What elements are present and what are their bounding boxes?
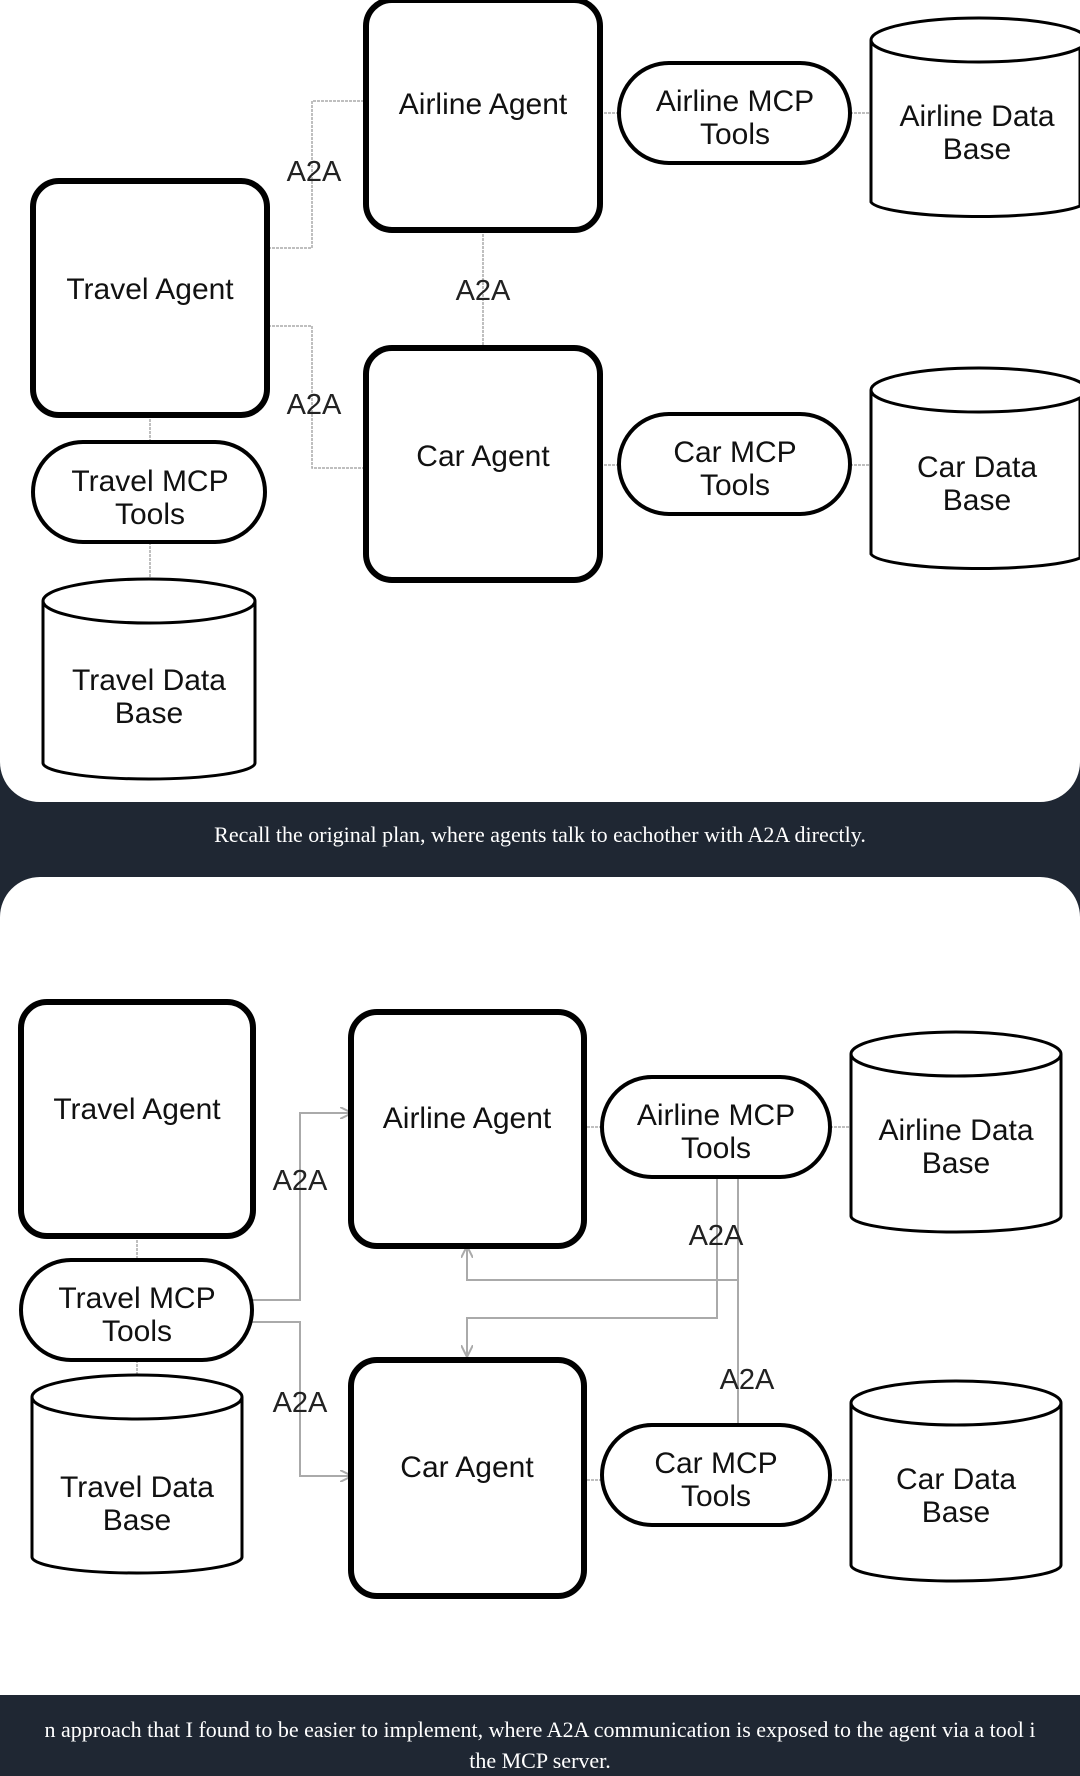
travel-mcp-label-line1: Travel MCP (58, 1282, 215, 1315)
travel-database-cylinder: Travel Data Base (41, 577, 257, 781)
car-database-cylinder: Car Data Base (849, 1379, 1063, 1583)
edge-car-mcp-to-airline-agent (467, 1177, 739, 1281)
diagram-revised: A2A A2A A2A A2A Travel Agent Airline Age… (18, 999, 1063, 1599)
travel-agent-node: Travel Agent (30, 178, 270, 418)
diagram-panel-original: A2A A2A A2A Travel Agent Airline Agent C… (0, 0, 1080, 802)
car-mcp-tools-node: Car MCP Tools (617, 412, 852, 516)
edge-airline-mcp-to-car-agent (467, 1179, 718, 1355)
airline-agent-label: Airline Agent (383, 1102, 552, 1135)
airline-db-label-line1: Airline Data (899, 100, 1054, 133)
airline-mcp-label-line2: Tools (700, 118, 770, 151)
car-agent-label: Car Agent (400, 1451, 534, 1484)
travel-agent-label: Travel Agent (66, 273, 234, 306)
edge-travel-car (268, 325, 365, 469)
travel-mcp-tools-node: Travel MCP Tools (19, 1258, 254, 1362)
caption-revised-line2: the MCP server. (469, 1748, 611, 1773)
edge-travel-airline (268, 100, 365, 249)
travel-agent-node: Travel Agent (18, 999, 256, 1239)
airline-mcp-label-line2: Tools (681, 1132, 751, 1165)
travel-db-label-line1: Travel Data (60, 1471, 214, 1504)
airline-db-label-line2: Base (922, 1147, 990, 1180)
car-agent-label: Car Agent (416, 440, 550, 473)
travel-db-label-line2: Base (103, 1504, 171, 1537)
car-mcp-label-line1: Car MCP (654, 1447, 777, 1480)
caption-revised-line1: n approach that I found to be easier to … (44, 1717, 1036, 1742)
diagram-panel-revised: A2A A2A A2A A2A Travel Agent Airline Age… (0, 877, 1080, 1695)
travel-db-label-line1: Travel Data (72, 664, 226, 697)
airline-mcp-label-line1: Airline MCP (656, 85, 814, 118)
car-mcp-tools-node: Car MCP Tools (600, 1423, 832, 1527)
airline-mcp-tools-node: Airline MCP Tools (617, 61, 852, 165)
car-db-label-line2: Base (943, 484, 1011, 517)
edge-label-travel-car: A2A (287, 389, 342, 421)
edge-label-car-mcp-airline: A2A (720, 1364, 775, 1396)
car-agent-node: Car Agent (363, 345, 603, 583)
travel-mcp-label-line1: Travel MCP (71, 465, 228, 498)
car-mcp-label-line1: Car MCP (673, 436, 796, 469)
edge-label-airline-mcp-car: A2A (689, 1220, 744, 1252)
edge-travel-mcp-car (252, 1321, 350, 1476)
travel-agent-label: Travel Agent (53, 1093, 221, 1126)
airline-agent-node: Airline Agent (348, 1009, 587, 1249)
edge-travel-mcp-airline (252, 1113, 350, 1301)
airline-db-label-line1: Airline Data (878, 1114, 1033, 1147)
diagram-original: A2A A2A A2A Travel Agent Airline Agent C… (30, 0, 1080, 781)
airline-db-label-line2: Base (943, 133, 1011, 166)
car-mcp-label-line2: Tools (681, 1480, 751, 1513)
edge-label-travel-airline: A2A (273, 1165, 328, 1197)
car-agent-node: Car Agent (348, 1357, 587, 1599)
car-db-label-line1: Car Data (917, 451, 1037, 484)
airline-database-cylinder: Airline Data Base (849, 1030, 1063, 1234)
car-db-label-line1: Car Data (896, 1463, 1016, 1496)
edge-label-airline-car: A2A (456, 275, 511, 307)
car-database-cylinder: Car Data Base (869, 366, 1080, 571)
edge-label-travel-car: A2A (273, 1387, 328, 1419)
travel-mcp-label-line2: Tools (102, 1315, 172, 1348)
car-db-label-line2: Base (922, 1496, 990, 1529)
airline-agent-label: Airline Agent (399, 88, 568, 121)
travel-mcp-tools-node: Travel MCP Tools (31, 440, 267, 544)
travel-mcp-label-line2: Tools (115, 498, 185, 531)
airline-mcp-label-line1: Airline MCP (637, 1099, 795, 1132)
travel-db-label-line2: Base (115, 697, 183, 730)
airline-mcp-tools-node: Airline MCP Tools (600, 1075, 832, 1179)
airline-database-cylinder: Airline Data Base (869, 16, 1080, 219)
car-mcp-label-line2: Tools (700, 469, 770, 502)
travel-database-cylinder: Travel Data Base (30, 1373, 244, 1575)
airline-agent-node: Airline Agent (363, 0, 603, 233)
edge-label-travel-airline: A2A (287, 156, 342, 188)
caption-original: Recall the original plan, where agents t… (214, 822, 866, 847)
